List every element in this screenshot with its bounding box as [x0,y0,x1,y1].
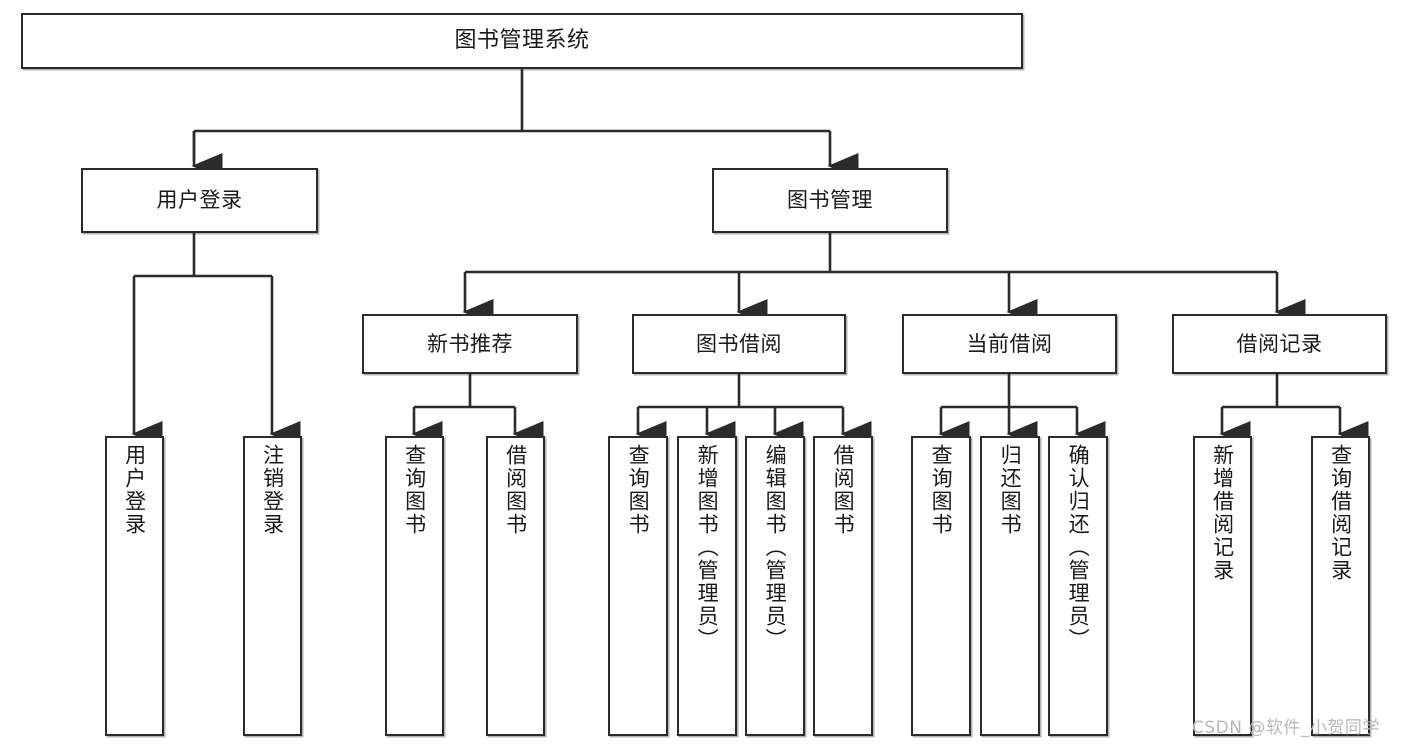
leaf-recommend-query-book[interactable]: 查询图书 [385,436,444,736]
leaf-borrow-add-book-admin[interactable]: 新增图书（管理员） [677,436,737,736]
node-label: 新增图书（管理员） [695,444,720,651]
node-label: 图书管理 [787,188,873,213]
node-label: 查询图书 [626,444,651,536]
node-borrow-record[interactable]: 借阅记录 [1172,314,1387,374]
leaf-current-confirm-return-admin[interactable]: 确认归还（管理员） [1048,436,1108,736]
node-label: 新增借阅记录 [1210,444,1235,582]
node-label: 图书借阅 [696,331,782,356]
leaf-borrow-edit-book-admin[interactable]: 编辑图书（管理员） [745,436,805,736]
node-label: 用户登录 [122,444,147,536]
node-label: 借阅图书 [503,444,528,536]
leaf-current-query-book[interactable]: 查询图书 [911,436,971,736]
node-label: 确认归还（管理员） [1066,444,1091,651]
node-label: 当前借阅 [966,331,1053,356]
node-book-management[interactable]: 图书管理 [712,168,948,233]
leaf-record-add-borrow-record[interactable]: 新增借阅记录 [1193,436,1252,736]
node-current-borrow[interactable]: 当前借阅 [902,314,1117,374]
node-label: 注销登录 [260,444,285,536]
node-label: 用户登录 [156,188,243,213]
node-label: 编辑图书（管理员） [763,444,788,651]
leaf-user-login-logout[interactable]: 注销登录 [243,436,302,736]
leaf-borrow-query-book[interactable]: 查询图书 [608,436,668,736]
leaf-user-login-login[interactable]: 用户登录 [105,436,164,736]
node-label: 归还图书 [998,444,1023,536]
node-label: 查询图书 [929,444,954,536]
node-label: 查询借阅记录 [1328,444,1353,582]
leaf-borrow-borrow-book[interactable]: 借阅图书 [813,436,873,736]
leaf-record-query-borrow-record[interactable]: 查询借阅记录 [1311,436,1370,736]
node-label: 图书管理系统 [454,28,590,54]
node-new-book-recommend[interactable]: 新书推荐 [362,314,578,374]
node-user-login[interactable]: 用户登录 [81,168,318,233]
node-book-borrow[interactable]: 图书借阅 [632,314,846,374]
leaf-current-return-book[interactable]: 归还图书 [980,436,1040,736]
node-label: 查询图书 [402,444,427,536]
node-label: 借阅记录 [1236,331,1323,356]
csdn-watermark: CSDN @软件_小贺同学 [1192,718,1380,738]
node-label: 借阅图书 [831,444,856,536]
node-label: 新书推荐 [427,331,513,356]
node-root-book-management-system[interactable]: 图书管理系统 [21,13,1023,69]
leaf-recommend-borrow-book[interactable]: 借阅图书 [486,436,545,736]
